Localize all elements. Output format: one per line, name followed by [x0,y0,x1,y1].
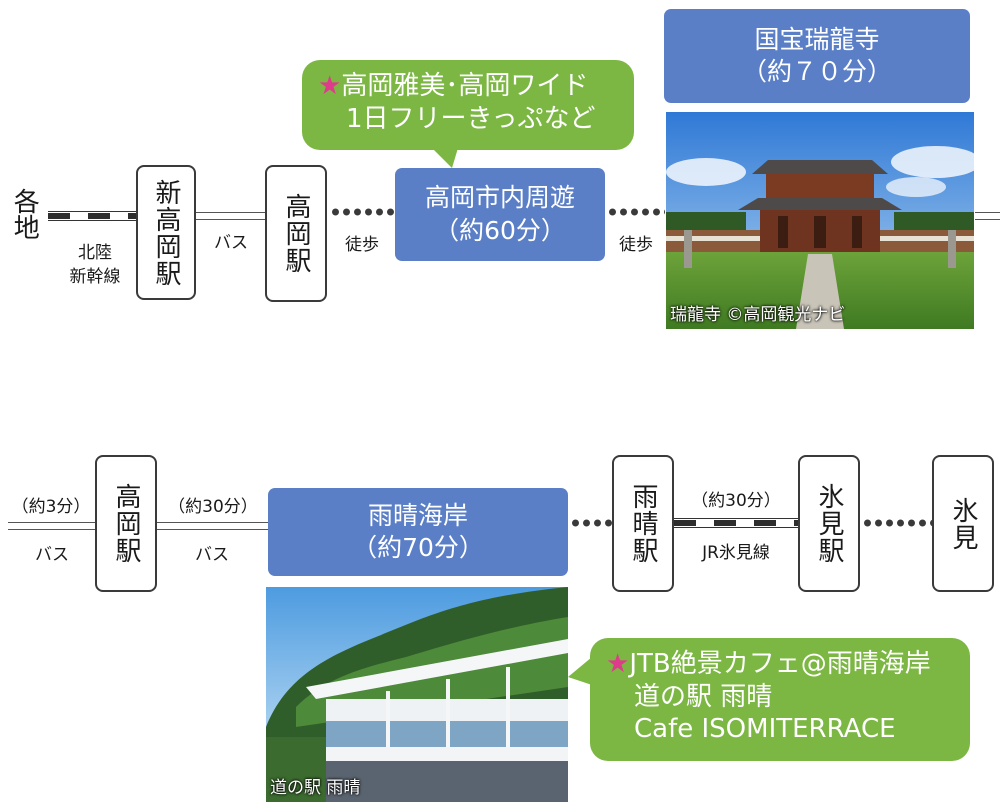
left-mode-label: バス [35,545,69,565]
star-icon: ★ [318,71,342,101]
stop-zuiryuji-title: 国宝瑞龍寺 [754,24,880,54]
station-shin-takaoka[interactable]: 新高岡駅 [136,165,196,300]
station-himi-label: 氷見駅 [814,483,844,564]
shinkansen-label-line2: 新幹線 [69,267,121,287]
himi-line-label: JR氷見線 [702,543,770,563]
ticket-callout-pointer [432,148,458,168]
ticket-callout-line2: 1日フリーきっぷなど [346,103,596,134]
cafe-callout-line2: 道の駅 雨晴 [634,681,773,712]
walk-dots-2 [607,208,665,216]
station-amaharashi[interactable]: 雨晴駅 [612,455,674,592]
continue-line-1 [975,212,1000,220]
destination-himi[interactable]: 氷見 [932,455,994,592]
ticket-callout: ★高岡雅美･高岡ワイド 1日フリーきっぷなど [302,60,634,150]
ticket-callout-line1: ★高岡雅美･高岡ワイド [318,71,589,101]
stop-city-tour-time: （約60分） [434,215,566,245]
walk-dots-4 [862,519,932,527]
himi-line-track [674,518,798,528]
station-takaoka-1-label: 高岡駅 [281,193,311,274]
stop-amaharashi[interactable]: 雨晴海岸 （約70分） [268,488,568,576]
bus-time-label: （約30分） [168,497,258,517]
station-takaoka-2-label: 高岡駅 [111,483,141,564]
origin-label: 各地 [9,188,40,240]
walk-dots-1 [330,208,395,216]
left-line [8,522,95,530]
walk-label-2: 徒歩 [619,235,653,255]
bus-label-1: バス [214,233,248,253]
cafe-callout-pointer [568,657,592,685]
station-takaoka-2[interactable]: 高岡駅 [95,455,157,592]
cafe-callout: ★JTB絶景カフェ@雨晴海岸 道の駅 雨晴 Cafe ISOMITERRACE [590,638,970,761]
station-amaharashi-label: 雨晴駅 [628,483,658,564]
bus-mode-label: バス [195,545,229,565]
zuiryuji-photo: 瑞龍寺 ©高岡観光ナビ [666,112,974,329]
stop-city-tour[interactable]: 高岡市内周遊 （約60分） [395,168,605,261]
walk-label-1: 徒歩 [345,235,379,255]
shinkansen-label-line1: 北陸 [78,243,112,263]
stop-amaharashi-time: （約70分） [352,533,484,562]
himi-line-time: （約30分） [691,491,781,511]
station-himi[interactable]: 氷見駅 [798,455,860,592]
walk-dots-3 [570,519,612,527]
cafe-callout-line3: Cafe ISOMITERRACE [634,714,896,744]
stop-city-tour-title: 高岡市内周遊 [424,183,575,212]
bus-line-1 [196,212,266,220]
stop-amaharashi-title: 雨晴海岸 [367,500,468,530]
amaharashi-photo: 道の駅 雨晴 [266,587,568,802]
stop-zuiryuji[interactable]: 国宝瑞龍寺 （約７０分） [664,9,970,103]
shinkansen-track [48,211,136,221]
left-time-label: （約3分） [11,497,91,517]
station-takaoka-1[interactable]: 高岡駅 [265,165,327,302]
bus-line-2 [157,522,268,530]
zuiryuji-photo-caption: 瑞龍寺 ©高岡観光ナビ [670,305,846,325]
cafe-callout-line1: ★JTB絶景カフェ@雨晴海岸 [606,649,931,679]
station-shin-takaoka-label: 新高岡駅 [151,178,181,287]
destination-himi-label: 氷見 [948,496,978,551]
amaharashi-photo-caption: 道の駅 雨晴 [270,778,361,798]
stop-zuiryuji-time: （約７０分） [741,57,892,86]
star-icon: ★ [606,649,630,679]
